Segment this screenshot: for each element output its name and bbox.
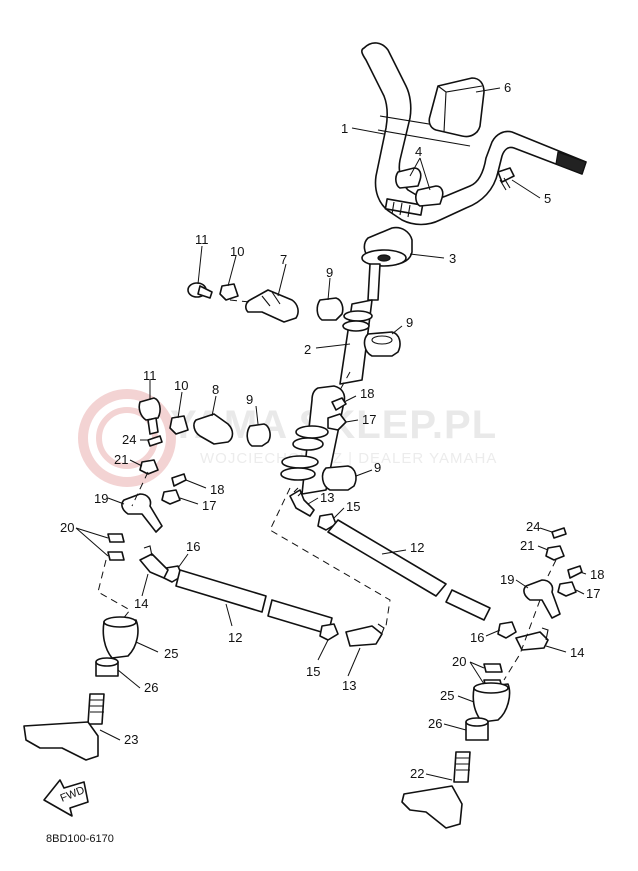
callout: 9 <box>374 460 381 475</box>
tie-rod-end-13-lower <box>345 623 385 647</box>
callout: 10 <box>174 378 188 393</box>
callout: 5 <box>544 191 551 206</box>
nut-10-lower <box>169 415 189 435</box>
cotter-pin-24-right <box>551 527 567 539</box>
callout: 21 <box>114 452 128 467</box>
nut-10-upper <box>219 283 239 301</box>
lower-handlebar-holder <box>361 226 413 267</box>
lock-nut-15-lower <box>319 623 339 641</box>
dust-boot-25-left <box>102 616 139 659</box>
callout: 21 <box>520 538 534 553</box>
callout: 1 <box>341 121 348 136</box>
washers-20-left <box>107 533 125 561</box>
cotter-pin-18-left <box>171 473 187 487</box>
callout: 15 <box>306 664 320 679</box>
handlebar-pad <box>428 77 485 138</box>
bolt-11-lower <box>138 397 161 435</box>
callout: 25 <box>440 688 454 703</box>
assembly-alignment-lines <box>97 299 557 681</box>
fwd-arrow: FWD <box>43 779 89 817</box>
watermark-sub-text: WOJCIECHOWICZ | DEALER YAMAHA <box>200 450 497 467</box>
callout: 17 <box>202 498 216 513</box>
callout: 9 <box>246 392 253 407</box>
tie-rod-12-left <box>175 569 333 635</box>
callout: 18 <box>210 482 224 497</box>
callout: 26 <box>428 716 442 731</box>
callout: 24 <box>526 519 540 534</box>
callout: 12 <box>228 630 242 645</box>
callout: 8 <box>212 382 219 397</box>
callout: 17 <box>586 586 600 601</box>
callout: 16 <box>186 539 200 554</box>
callout: 13 <box>342 678 356 693</box>
dust-boot-25-right <box>472 682 511 723</box>
callout: 11 <box>143 368 157 383</box>
tie-rod-end-14-right <box>515 627 549 651</box>
callout: 17 <box>362 412 376 427</box>
clamp-9-left <box>246 423 271 447</box>
nut-17-right <box>557 581 577 597</box>
steering-knuckle-23 <box>23 693 105 761</box>
callout: 10 <box>230 244 244 259</box>
knuckle-arm-19-right <box>523 579 561 619</box>
callout: 25 <box>164 646 178 661</box>
callout: 20 <box>452 654 466 669</box>
callout: 3 <box>449 251 456 266</box>
callout: 15 <box>346 499 360 514</box>
watermark-logo <box>78 389 176 487</box>
callout: 23 <box>124 732 138 747</box>
tie-rod-12-right <box>327 519 491 621</box>
clamp-9-middle <box>363 331 401 357</box>
drawing-code: 8BD100-6170 <box>46 833 114 845</box>
callout: 9 <box>326 265 333 280</box>
callout: 19 <box>500 572 514 587</box>
cotter-pin-18-upper <box>331 397 347 411</box>
bolt-11-upper <box>187 282 213 299</box>
callout: 18 <box>590 567 604 582</box>
callout: 11 <box>195 232 209 247</box>
nut-17-upper <box>327 413 347 431</box>
callout-numbers: 1 6 4 5 3 11 10 7 9 9 2 11 10 8 9 18 17 … <box>60 80 604 781</box>
callout: 18 <box>360 386 374 401</box>
callout: 24 <box>122 432 136 447</box>
lock-nut-16-right <box>497 621 517 639</box>
nut-17-left <box>161 489 181 505</box>
callout: 26 <box>144 680 158 695</box>
clamp-9-upper <box>316 297 344 321</box>
castle-nut-21-left <box>139 459 159 475</box>
callout: 4 <box>415 144 422 159</box>
callout: 6 <box>504 80 511 95</box>
cable-guide-7 <box>245 289 299 323</box>
leader-lines <box>75 87 587 781</box>
callout: 12 <box>410 540 424 555</box>
callout: 14 <box>134 596 148 611</box>
tie-rod-end-14-left <box>139 545 169 579</box>
callout: 16 <box>470 630 484 645</box>
upper-handlebar-holders <box>395 167 444 207</box>
callout: 20 <box>60 520 74 535</box>
callout: 7 <box>280 252 287 267</box>
steering-column <box>280 263 381 495</box>
cable-guide-8 <box>193 413 234 445</box>
bearing-26-left <box>95 657 119 677</box>
callout: 2 <box>304 342 311 357</box>
handlebar-bolt <box>497 167 515 191</box>
clamp-9-lower <box>321 465 357 491</box>
callout: 14 <box>570 645 584 660</box>
callout: 9 <box>406 315 413 330</box>
castle-nut-21-right <box>545 545 565 561</box>
cotter-pin-24-left <box>147 435 163 447</box>
callout: 22 <box>410 766 424 781</box>
callout: 19 <box>94 491 108 506</box>
callout: 13 <box>320 490 334 505</box>
cotter-pin-18-right <box>567 565 583 579</box>
tie-rod-end-13-upper <box>289 487 315 517</box>
lock-nut-15-upper <box>317 513 337 531</box>
steering-knuckle-22 <box>401 751 471 829</box>
knuckle-arm-19-left <box>121 493 163 533</box>
bearing-26-right <box>465 717 489 741</box>
